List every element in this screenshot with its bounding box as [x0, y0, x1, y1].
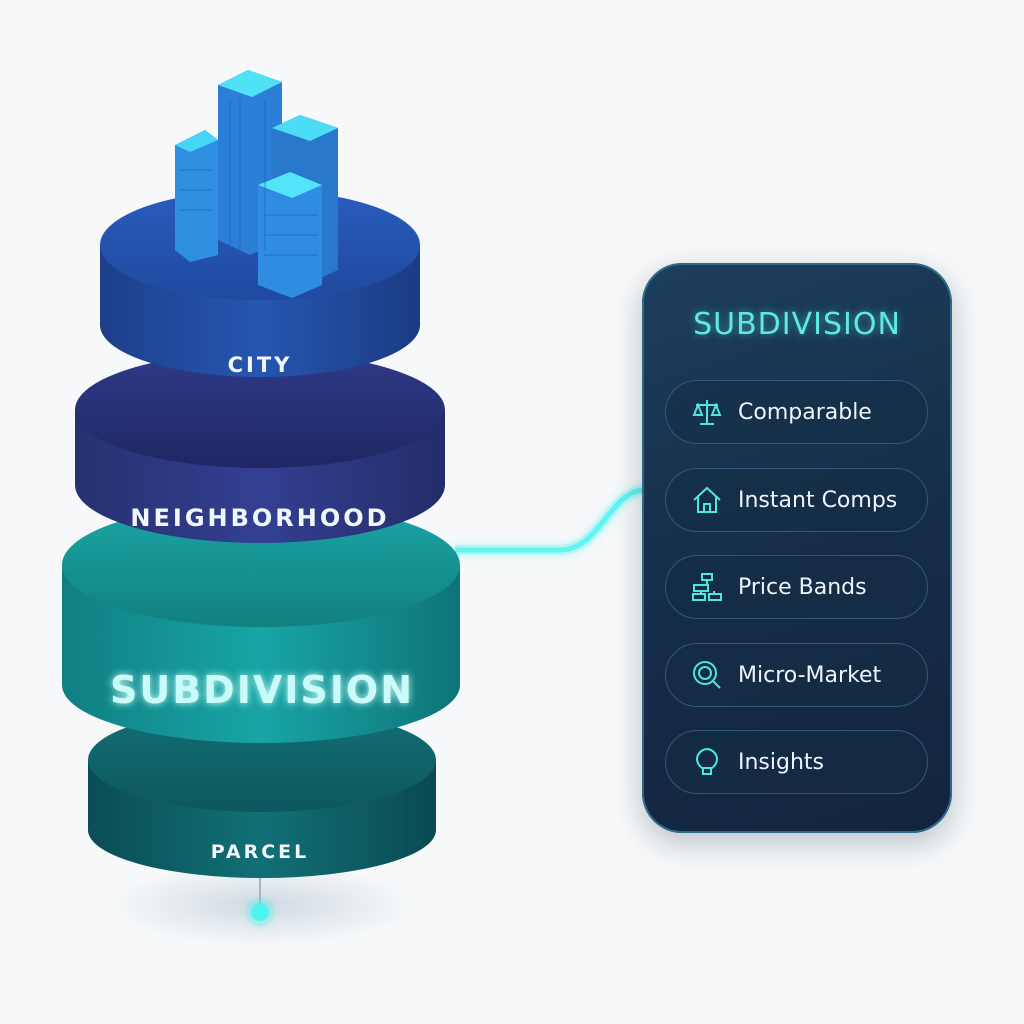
- city-label: CITY: [228, 353, 293, 377]
- panel-item-insights[interactable]: Insights: [665, 730, 928, 794]
- panel-item-price-bands[interactable]: Price Bands: [665, 555, 928, 619]
- hierarchy-icon: [690, 570, 724, 604]
- panel-item-label: Instant Comps: [738, 487, 898, 513]
- panel-item-micro-market[interactable]: Micro-Market: [665, 643, 928, 707]
- connector-glow: [455, 485, 646, 555]
- neighborhood-label: NEIGHBORHOOD: [130, 504, 389, 532]
- house-icon: [690, 483, 724, 517]
- parcel-label: PARCEL: [211, 841, 310, 863]
- city-buildings-icon: [175, 70, 338, 298]
- panel-item-instant-comps[interactable]: Instant Comps: [665, 468, 928, 532]
- subdivision-panel: SUBDIVISION Comparable Instant Comps Pri…: [642, 263, 952, 833]
- panel-item-label: Insights: [738, 749, 825, 775]
- panel-item-label: Price Bands: [738, 574, 867, 600]
- panel-item-label: Comparable: [738, 399, 872, 425]
- scale-icon: [690, 395, 724, 429]
- panel-item-comparable[interactable]: Comparable: [665, 380, 928, 444]
- layer-neighborhood[interactable]: NEIGHBORHOOD: [75, 352, 445, 543]
- target-search-icon: [690, 658, 724, 692]
- panel-item-label: Micro-Market: [738, 662, 882, 688]
- connector-line: [455, 487, 646, 553]
- panel-title: SUBDIVISION: [693, 307, 901, 342]
- pin-dot: [251, 903, 269, 921]
- subdivision-label: SUBDIVISION: [110, 668, 414, 712]
- lightbulb-icon: [690, 745, 724, 779]
- layer-subdivision[interactable]: SUBDIVISION: [62, 503, 460, 743]
